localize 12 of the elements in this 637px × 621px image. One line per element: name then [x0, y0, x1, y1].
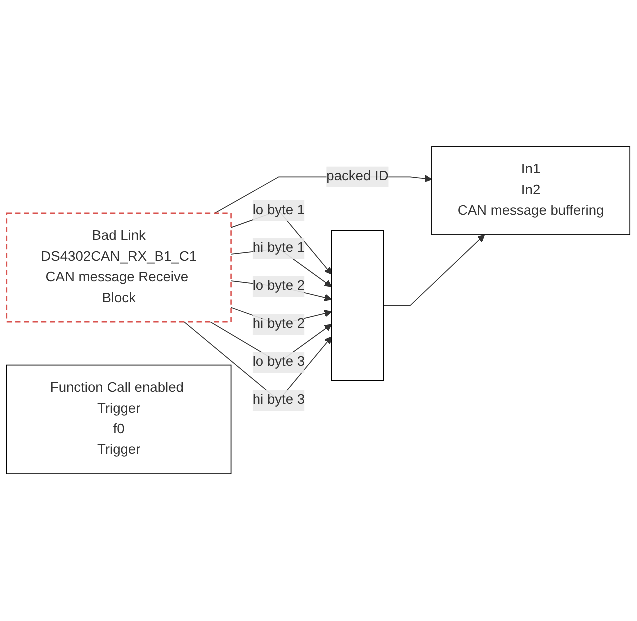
edge-label: lo byte 3: [252, 354, 306, 370]
node-box: Function Call enabled Trigger f0 Trigger: [6, 364, 232, 474]
edge-label: lo byte 2: [252, 279, 306, 294]
edge-label: hi byte 1: [252, 241, 306, 256]
edge-label: lo byte 1: [252, 203, 306, 218]
arrow: [383, 234, 486, 306]
node-bar: [331, 230, 384, 382]
edge-label: hi byte 2: [252, 316, 306, 332]
edge-label: hi byte 3: [252, 392, 306, 408]
node-box: Bad Link DS4302CAN_RX_B1_C1 CAN message Receive Block: [6, 212, 232, 323]
edge-label: packed ID: [326, 169, 389, 184]
node-box: In1 In2 CAN message buffering: [432, 146, 631, 236]
